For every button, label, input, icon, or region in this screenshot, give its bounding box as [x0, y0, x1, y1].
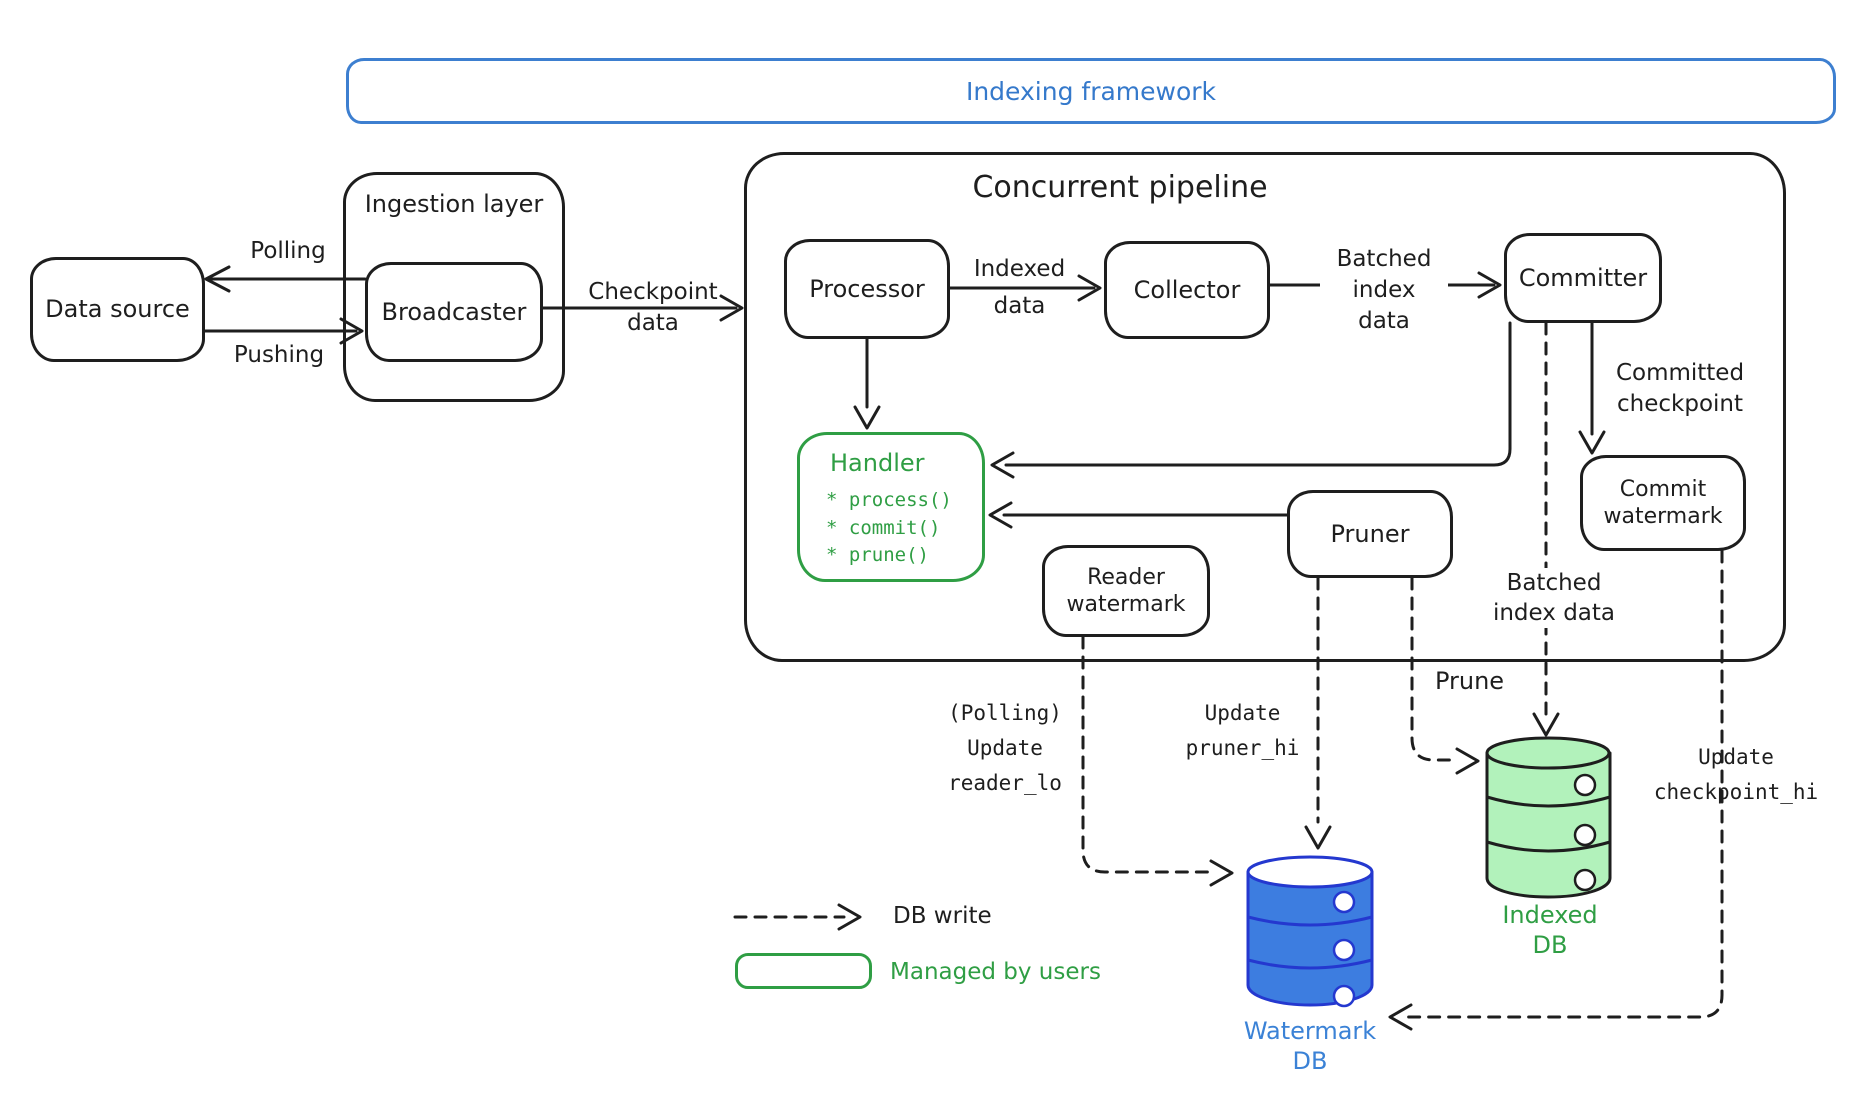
polling-edge-label: Polling	[250, 238, 326, 264]
checkpoint-data-arrow	[541, 294, 744, 322]
update-pruner-hi-label: Update pruner_hi	[1185, 701, 1300, 760]
pruner-node: Pruner	[1287, 490, 1453, 578]
polling-arrow	[204, 265, 367, 293]
collector-label: Collector	[1133, 275, 1241, 304]
legend-managed-box	[735, 953, 872, 989]
data-source-node: Data source	[30, 257, 205, 362]
reader-watermark-node: Reader watermark	[1042, 545, 1210, 637]
handler-methods: * process() * commit() * prune()	[826, 487, 952, 570]
processor-node: Processor	[784, 239, 950, 339]
processor-to-handler-arrow	[853, 337, 881, 430]
ingestion-layer-node: Ingestion layer	[343, 172, 565, 402]
checkpoint-hi-db-write-arrow	[1388, 549, 1724, 1031]
concurrent-pipeline-title: Concurrent pipeline	[972, 170, 1268, 205]
batched-index-db-write-arrow	[1532, 321, 1560, 737]
watermark-db-cylinder	[1246, 855, 1374, 1008]
commit-watermark-node: Commit watermark	[1580, 455, 1746, 551]
reader-lo-db-write-arrow	[1081, 635, 1234, 887]
data-source-label: Data source	[45, 295, 190, 324]
indexed-data-arrow	[948, 274, 1102, 302]
watermark-db-label: Watermark DB	[1243, 1017, 1377, 1075]
update-checkpoint-hi-label: Update checkpoint_hi	[1653, 745, 1819, 804]
broadcaster-node: Broadcaster	[365, 262, 543, 362]
broadcaster-label: Broadcaster	[381, 297, 527, 326]
pruner-hi-db-write-arrow	[1304, 576, 1332, 850]
committer-label: Committer	[1518, 263, 1648, 292]
handler-method-commit: * commit()	[826, 516, 941, 539]
batched-index-data-edge-label: Batched index data	[1320, 244, 1448, 337]
committer-node: Committer	[1504, 233, 1662, 323]
checkpoint-data-edge-label: Checkpoint data	[588, 279, 718, 336]
handler-method-prune: * prune()	[826, 544, 929, 566]
collector-node: Collector	[1104, 241, 1270, 339]
pushing-arrow	[203, 317, 364, 345]
concurrent-pipeline-node	[744, 152, 1786, 662]
indexing-framework-title: Indexing framework	[965, 76, 1217, 106]
pruner-label: Pruner	[1330, 519, 1410, 548]
pruner-to-handler-arrow	[988, 501, 1289, 529]
pushing-edge-label: Pushing	[233, 342, 325, 368]
committed-checkpoint-edge-label: Committed checkpoint	[1615, 360, 1745, 417]
reader-watermark-label: Reader watermark	[1066, 565, 1186, 617]
commit-watermark-label: Commit watermark	[1603, 477, 1723, 529]
legend-managed-by-users-label: Managed by users	[890, 959, 1101, 985]
processor-label: Processor	[809, 274, 925, 303]
committed-checkpoint-arrow	[1578, 321, 1606, 455]
legend-db-write-label: DB write	[893, 903, 992, 929]
indexed-db-cylinder	[1485, 736, 1612, 899]
prune-db-write-arrow	[1410, 576, 1480, 775]
prune-edge-label: Prune	[1434, 667, 1505, 695]
committer-to-handler-arrow	[990, 321, 1512, 479]
indexed-db-label: Indexed DB	[1502, 901, 1598, 959]
batched-index-data-db-edge-label: Batched index data	[1478, 568, 1630, 628]
handler-method-process: * process()	[826, 489, 952, 511]
indexing-framework-banner: Indexing framework	[346, 58, 1836, 124]
handler-node: Handler * process() * commit() * prune()	[797, 432, 985, 582]
polling-update-reader-lo-label: (Polling) Update reader_lo	[948, 701, 1062, 795]
handler-label: Handler	[830, 449, 925, 477]
indexed-data-edge-label: Indexed data	[973, 256, 1066, 319]
ingestion-layer-label: Ingestion layer	[364, 190, 544, 218]
legend-db-write-arrow	[733, 903, 862, 931]
